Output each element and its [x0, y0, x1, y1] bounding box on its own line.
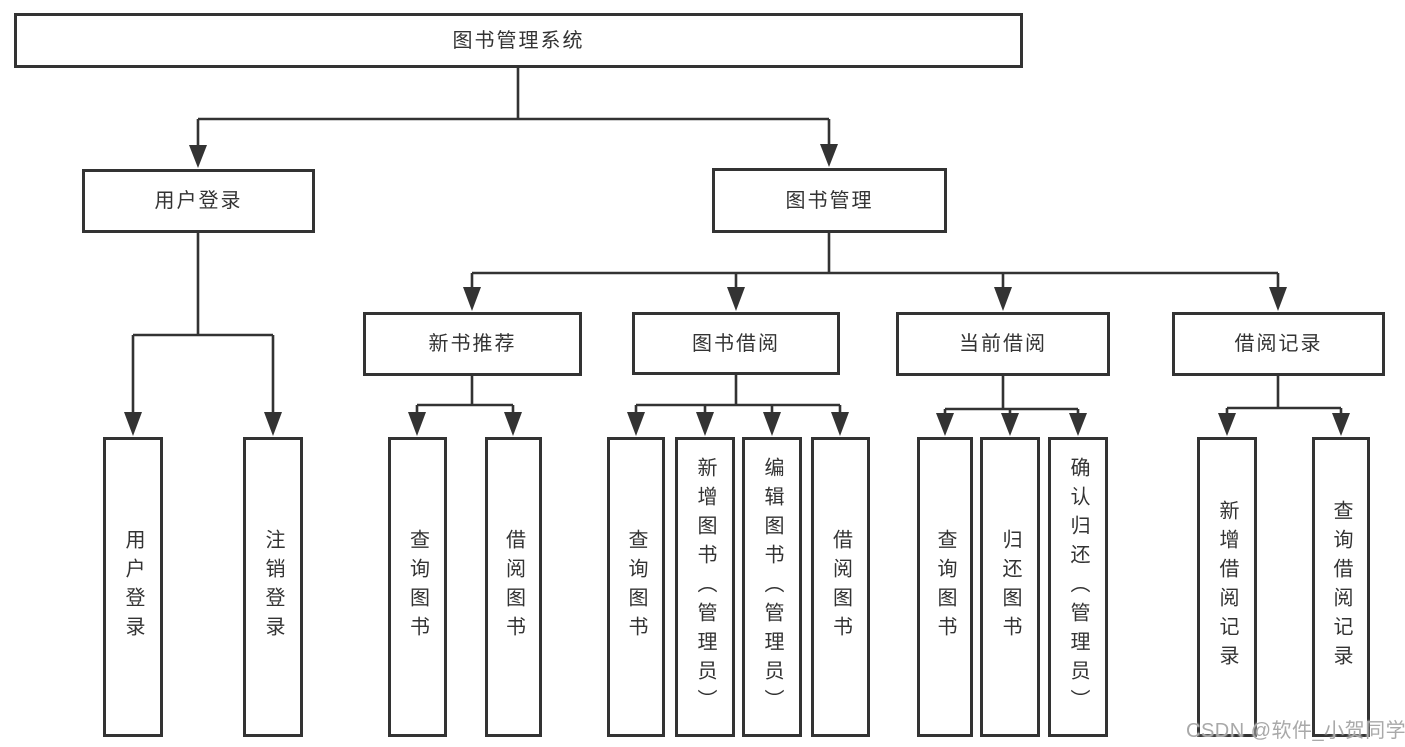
leaf-current-return-books: 归还图书: [980, 437, 1040, 737]
arrowhead: [763, 412, 781, 436]
edge-recommendation-to-leaves: [415, 376, 515, 413]
arrowhead: [124, 412, 142, 436]
arrowhead: [504, 412, 522, 436]
leaf-borrow-add-books-admin: 新增图书（管理员）: [675, 437, 735, 737]
leaf-user-login: 用户登录: [103, 437, 163, 737]
edge-user-login-to-leaves: [131, 233, 275, 413]
arrowhead: [994, 287, 1012, 311]
edge-records-to-leaves: [1225, 376, 1343, 414]
leaf-recommend-borrow-books: 借阅图书: [485, 437, 542, 737]
leaf-records-query-record: 查询借阅记录: [1312, 437, 1370, 737]
leaf-current-confirm-return-admin: 确认归还（管理员）: [1048, 437, 1108, 737]
leaf-borrow-borrow-books: 借阅图书: [811, 437, 870, 737]
arrowhead: [820, 144, 838, 167]
leaf-logout: 注销登录: [243, 437, 303, 737]
node-new-book-recommendation: 新书推荐: [363, 312, 582, 376]
arrowhead: [463, 287, 481, 311]
arrowhead: [1332, 413, 1350, 436]
node-book-management: 图书管理: [712, 168, 947, 233]
arrowhead: [1218, 413, 1236, 436]
edge-borrowing-to-leaves: [634, 375, 842, 413]
arrowhead: [1001, 413, 1019, 436]
node-user-login: 用户登录: [82, 169, 315, 233]
leaf-records-add-record: 新增借阅记录: [1197, 437, 1257, 737]
edge-book-management-to-level3: [470, 233, 1280, 288]
edge-current-to-leaves: [943, 376, 1080, 414]
edge-root-to-level2: [196, 68, 831, 146]
leaf-recommend-query-books: 查询图书: [388, 437, 447, 737]
arrowhead: [727, 287, 745, 311]
node-book-borrowing: 图书借阅: [632, 312, 840, 375]
csdn-watermark: CSDN @软件_小贺同学: [1186, 720, 1405, 742]
arrowhead: [1269, 287, 1287, 311]
node-system-root: 图书管理系统: [14, 13, 1023, 68]
leaf-current-query-books: 查询图书: [917, 437, 973, 737]
node-borrowing-records: 借阅记录: [1172, 312, 1385, 376]
arrowhead: [696, 412, 714, 436]
arrowhead: [831, 412, 849, 436]
arrowhead: [936, 413, 954, 436]
arrowhead: [264, 412, 282, 436]
leaf-borrow-query-books: 查询图书: [607, 437, 665, 737]
leaf-borrow-edit-books-admin: 编辑图书（管理员）: [742, 437, 802, 737]
arrowhead: [627, 412, 645, 436]
arrowhead: [1069, 413, 1087, 436]
arrowhead: [408, 412, 426, 436]
arrowhead: [189, 145, 207, 168]
node-current-borrowing: 当前借阅: [896, 312, 1110, 376]
